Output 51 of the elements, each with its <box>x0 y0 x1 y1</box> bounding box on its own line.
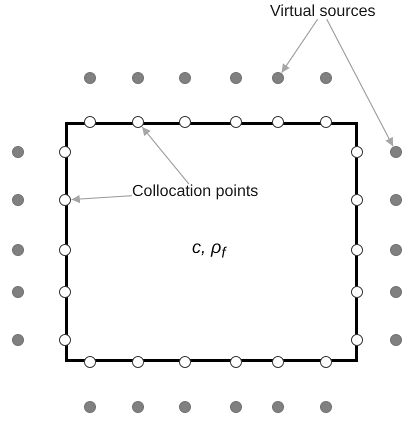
virtual-source-dot <box>272 72 284 84</box>
collocation-point <box>230 356 242 368</box>
virtual-source-dot <box>12 286 24 298</box>
virtual-source-dot <box>12 194 24 206</box>
virtual-source-dot <box>390 244 402 256</box>
leader-line <box>142 126 190 184</box>
virtual-source-dot <box>272 401 284 413</box>
virtual-source-dot <box>390 194 402 206</box>
collocation-point <box>230 116 242 128</box>
collocation-point <box>272 356 284 368</box>
virtual-source-dot <box>230 401 242 413</box>
collocation-point <box>320 356 332 368</box>
virtual-source-dot <box>12 334 24 346</box>
collocation-point <box>84 116 96 128</box>
collocation-point <box>351 286 363 298</box>
collocation-point <box>132 356 144 368</box>
callout-label: Virtual sources <box>270 2 376 22</box>
collocation-point <box>179 116 191 128</box>
virtual-source-dot <box>230 72 242 84</box>
virtual-source-dot <box>84 401 96 413</box>
callout-label: Collocation points <box>132 182 258 202</box>
collocation-point <box>59 194 71 206</box>
collocation-point <box>59 244 71 256</box>
collocation-point <box>351 194 363 206</box>
collocation-point <box>320 116 332 128</box>
virtual-source-dot <box>390 286 402 298</box>
collocation-point <box>272 116 284 128</box>
collocation-point <box>132 116 144 128</box>
leader-line <box>281 18 318 73</box>
collocation-point <box>351 146 363 158</box>
domain-properties: c, ρ$_{f}$ <box>192 237 226 262</box>
collocation-point <box>351 334 363 346</box>
virtual-source-dot <box>132 401 144 413</box>
virtual-source-dot <box>179 401 191 413</box>
virtual-source-dot <box>390 334 402 346</box>
collocation-point <box>59 146 71 158</box>
virtual-source-dot <box>179 72 191 84</box>
collocation-point <box>179 356 191 368</box>
virtual-source-dot <box>390 146 402 158</box>
collocation-point <box>351 244 363 256</box>
collocation-point <box>59 286 71 298</box>
virtual-source-dot <box>12 244 24 256</box>
virtual-source-dot <box>84 72 96 84</box>
collocation-point <box>59 334 71 346</box>
virtual-source-dot <box>12 146 24 158</box>
collocation-point <box>84 356 96 368</box>
virtual-source-dot <box>320 401 332 413</box>
virtual-source-dot <box>132 72 144 84</box>
leader-line <box>326 18 394 147</box>
leader-line <box>71 194 132 204</box>
virtual-source-dot <box>320 72 332 84</box>
